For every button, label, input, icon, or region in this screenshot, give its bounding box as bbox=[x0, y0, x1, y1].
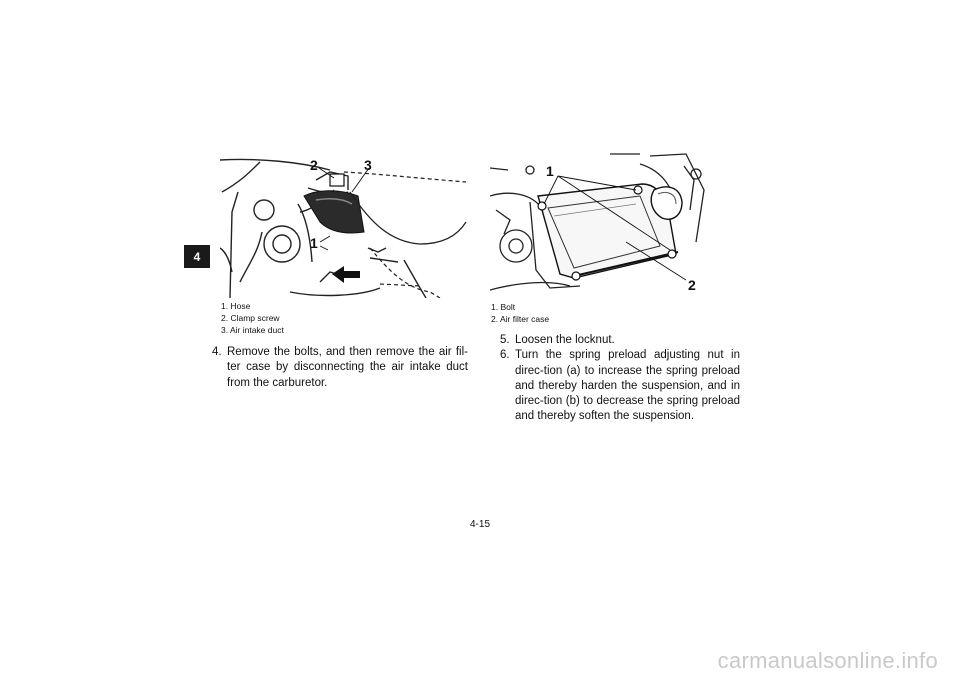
figure2-legend: 1. Bolt 2. Air filter case bbox=[491, 301, 549, 325]
figure1-legend: 1. Hose 2. Clamp screw 3. Air intake duc… bbox=[221, 300, 284, 336]
callout-2: 2 bbox=[688, 277, 696, 293]
figure-air-intake-illustration: 2 3 1 bbox=[220, 157, 467, 298]
legend-item: 1. Bolt bbox=[491, 302, 516, 312]
legend-item: 2. Air filter case bbox=[491, 314, 550, 324]
step-item: 4. Remove the bolts, and then remove the… bbox=[212, 345, 468, 391]
step-number: 4. bbox=[212, 346, 222, 358]
legend-item: 3. Air intake duct bbox=[221, 325, 284, 335]
step-item: 5. Loosen the locknut. bbox=[500, 333, 740, 348]
step-item: 6. Turn the spring preload adjusting nut… bbox=[500, 348, 740, 424]
figure-air-filter-illustration: 1 2 bbox=[490, 153, 705, 293]
figure-air-filter-case: 1 2 bbox=[490, 150, 718, 298]
step-text: Remove the bolts, and then remove the ai… bbox=[227, 346, 468, 389]
watermark: carmanualsonline.info bbox=[717, 648, 938, 673]
right-instruction-steps: 5. Loosen the locknut. 6. Turn the sprin… bbox=[500, 333, 740, 425]
figure-air-intake-duct: 2 3 1 bbox=[220, 152, 468, 298]
chapter-tab: 4 bbox=[184, 245, 210, 268]
callout-1: 1 bbox=[546, 163, 554, 179]
callout-2: 2 bbox=[310, 157, 318, 173]
legend-item: 1. Hose bbox=[221, 301, 251, 311]
callout-1: 1 bbox=[310, 235, 318, 251]
legend-item: 2. Clamp screw bbox=[221, 313, 280, 323]
page-number: 4-15 bbox=[469, 519, 490, 530]
left-instruction-steps: 4. Remove the bolts, and then remove the… bbox=[212, 345, 468, 391]
step-number: 6. bbox=[500, 349, 510, 362]
callout-3: 3 bbox=[364, 157, 372, 173]
step-number: 5. bbox=[500, 334, 510, 346]
step-text: Turn the spring preload adjusting nut in… bbox=[515, 349, 740, 423]
step-text: Loosen the locknut. bbox=[515, 334, 615, 346]
